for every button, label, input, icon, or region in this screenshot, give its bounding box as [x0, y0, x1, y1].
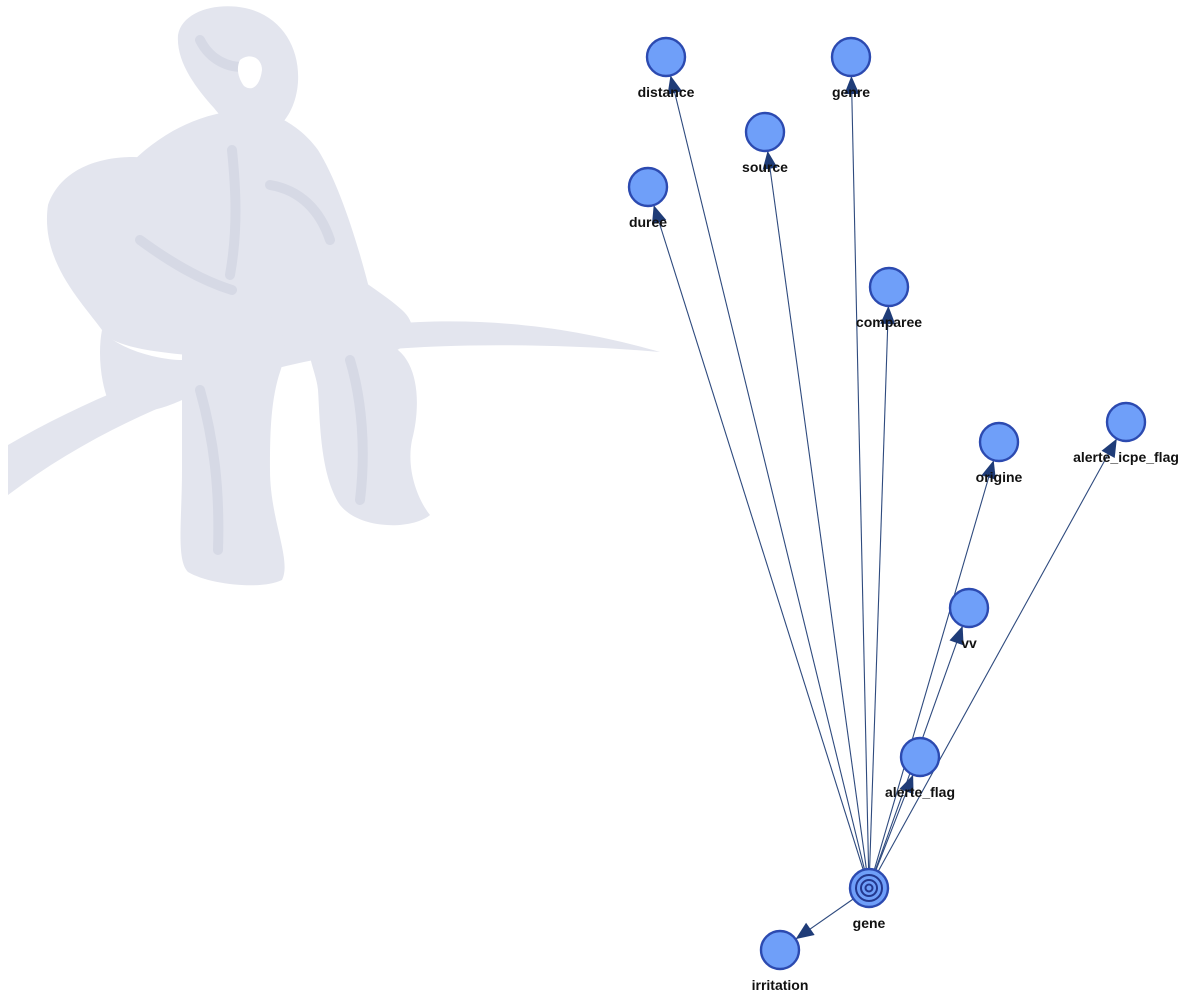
- arrowhead-origine-icon: [981, 460, 996, 480]
- arrowhead-distance-icon: [667, 75, 683, 95]
- node-origine[interactable]: origine: [976, 421, 1023, 485]
- node-label: vv: [961, 635, 977, 651]
- edges-layer: [651, 75, 1118, 940]
- arrowhead-vv-icon: [949, 625, 964, 646]
- selection-ring-icon: [864, 883, 874, 893]
- node-distance[interactable]: distance: [638, 36, 695, 100]
- node-label: origine: [976, 469, 1023, 485]
- node-duree[interactable]: duree: [627, 166, 669, 230]
- node-label: comparee: [856, 314, 922, 330]
- edge-gene-origine[interactable]: [872, 460, 995, 875]
- arrowhead-alerte_flag-icon: [899, 774, 914, 795]
- node-label: alerte_icpe_flag: [1073, 449, 1179, 465]
- arrowhead-duree-icon: [651, 205, 667, 225]
- edge-gene-alerte_icpe_flag[interactable]: [875, 438, 1118, 877]
- node-circle-icon[interactable]: [1105, 401, 1147, 443]
- edge-gene-source[interactable]: [767, 150, 868, 875]
- node-alerte_icpe_flag[interactable]: alerte_icpe_flag: [1073, 401, 1179, 465]
- edge-gene-duree[interactable]: [653, 204, 866, 875]
- node-circle-icon[interactable]: [759, 929, 801, 971]
- arrowhead-comparee-icon: [880, 305, 896, 325]
- node-circle-icon[interactable]: [899, 736, 941, 778]
- node-genre[interactable]: genre: [830, 36, 872, 100]
- selection-ring-icon: [855, 874, 883, 902]
- node-circle-icon[interactable]: [627, 166, 669, 208]
- edge-gene-genre[interactable]: [850, 75, 870, 875]
- node-comparee[interactable]: comparee: [856, 266, 922, 330]
- node-vv[interactable]: vv: [948, 587, 990, 651]
- arrowhead-genre-icon: [844, 75, 860, 95]
- node-label: distance: [638, 84, 695, 100]
- edge-gene-comparee[interactable]: [868, 305, 889, 875]
- selection-ring-icon: [860, 879, 878, 897]
- node-circle-icon[interactable]: [830, 36, 872, 78]
- node-label: genre: [832, 84, 870, 100]
- nodes-layer: distance genre source duree comparee alerte_i…: [627, 36, 1179, 993]
- node-circle-icon[interactable]: [744, 111, 786, 153]
- thinker-watermark-icon: [8, 6, 660, 586]
- node-label: source: [742, 159, 788, 175]
- node-irritation[interactable]: irritation: [752, 929, 809, 993]
- node-circle-icon[interactable]: [948, 587, 990, 629]
- node-gene[interactable]: gene: [848, 867, 890, 931]
- node-label: gene: [853, 915, 886, 931]
- node-label: duree: [629, 214, 667, 230]
- edge-gene-distance[interactable]: [669, 75, 867, 875]
- arrowhead-source-icon: [762, 150, 778, 170]
- node-label: alerte_flag: [885, 784, 955, 800]
- node-circle-icon[interactable]: [868, 266, 910, 308]
- node-alerte_flag[interactable]: alerte_flag: [885, 736, 955, 800]
- node-label: irritation: [752, 977, 809, 993]
- arrowhead-irritation-icon: [795, 922, 815, 940]
- node-circle-icon[interactable]: [645, 36, 687, 78]
- node-circle-icon[interactable]: [978, 421, 1020, 463]
- arrowhead-alerte_icpe_flag-icon: [1101, 438, 1117, 459]
- node-source[interactable]: source: [742, 111, 788, 175]
